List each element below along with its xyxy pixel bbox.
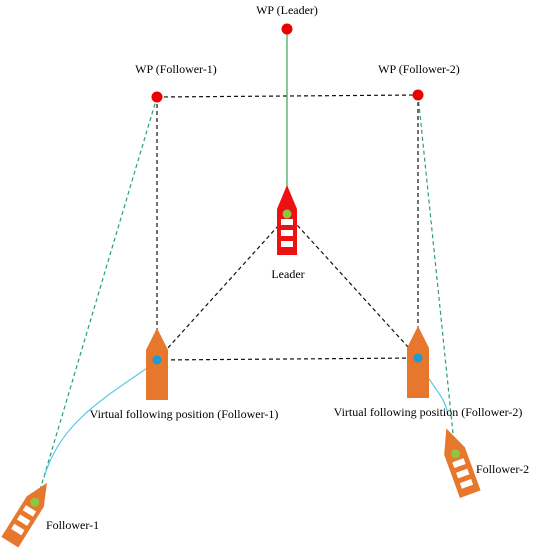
virtual-f1-position-icon [152, 355, 162, 365]
follower1-track-line [36, 96, 158, 501]
leader-to-virtual-f1-line [156, 214, 289, 361]
follower2-ship-icon [444, 428, 481, 498]
formation-lines [156, 94, 419, 361]
virtual-f2-label: Virtual following position (Follower-2) [334, 405, 523, 419]
follower2-label: Follower-2 [476, 462, 529, 476]
follower1-ship-icon [1, 482, 47, 548]
wp-leader-icon [281, 23, 293, 35]
virtual-connector-line [156, 357, 419, 361]
wp-connector-line [156, 94, 419, 98]
wp-follower1-label: WP (Follower-1) [135, 62, 217, 76]
follower1-label: Follower-1 [46, 518, 99, 532]
virtual-f2-position-icon [413, 353, 423, 363]
wp-follower1-icon [151, 91, 163, 103]
wp-leader-label: WP (Leader) [256, 3, 318, 17]
wp-follower2-icon [412, 89, 424, 101]
follower1-trajectory [43, 360, 158, 479]
leader-ship-icon [277, 185, 297, 255]
follower-track-lines [36, 94, 456, 501]
leader-to-virtual-f2-line [287, 214, 419, 359]
leader-cg-icon [282, 209, 292, 219]
virtual-follower2-ship-icon [407, 326, 429, 398]
virtual-follower1-ship-icon [146, 328, 168, 400]
follower1-cg-icon [30, 497, 40, 507]
leader-label: Leader [271, 267, 304, 281]
wp-follower2-label: WP (Follower-2) [378, 62, 460, 76]
follower2-cg-icon [451, 449, 461, 459]
virtual-f1-label: Virtual following position (Follower-1) [90, 407, 279, 421]
follower2-track-line [417, 94, 456, 454]
